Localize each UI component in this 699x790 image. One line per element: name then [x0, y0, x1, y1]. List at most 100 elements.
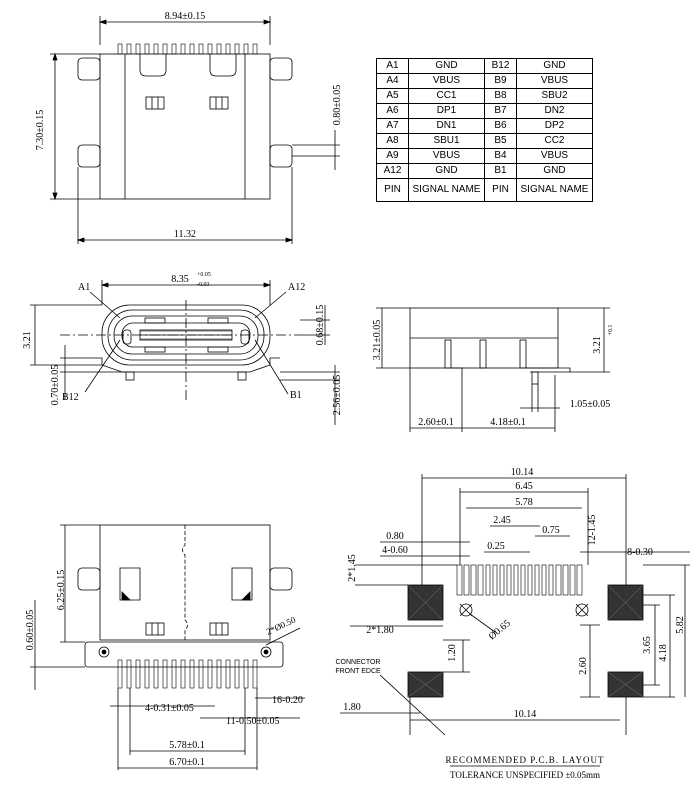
- table-cell: B9: [484, 73, 517, 89]
- table-row: A4 VBUS B9 VBUS: [376, 73, 593, 89]
- front-lower-dim: 0.70±0.05: [50, 365, 61, 406]
- table-cell: B8: [484, 88, 517, 104]
- table-row: A9 VBUS B4 VBUS: [376, 148, 593, 164]
- pcb-dim-582: 5.82: [675, 616, 686, 634]
- table-cell: A7: [376, 118, 409, 134]
- table-row: A1 GND B12 GND: [376, 58, 593, 74]
- top-height-dim: 7.30±0.15: [35, 110, 46, 151]
- table-header-cell: PIN: [484, 178, 517, 202]
- table-cell: DP2: [516, 118, 593, 134]
- pcb-dim-260: 2.60: [578, 657, 589, 675]
- table-cell: VBUS: [408, 148, 485, 164]
- table-cell: CC1: [408, 88, 485, 104]
- pcb-w-245: 2.45: [493, 515, 511, 526]
- table-cell: GND: [516, 163, 593, 179]
- table-cell: B12: [484, 58, 517, 74]
- table-cell: DN1: [408, 118, 485, 134]
- side-height-tol: +0.1: [608, 325, 614, 336]
- table-cell: GND: [408, 163, 485, 179]
- pcb-bottom-1014: 10.14: [514, 709, 537, 720]
- pcb-layout: 10.14 6.45 5.78 12-1.45 2.45 0.75 0.80 4…: [335, 467, 690, 780]
- pcb-dim-2x180: 2*1.80: [366, 625, 394, 636]
- table-row: A5 CC1 B8 SBU2: [376, 88, 593, 104]
- pcb-dim-120: 1.20: [447, 644, 458, 662]
- label-b1: B1: [290, 390, 302, 401]
- side-dim-b: 4.18±0.1: [490, 417, 526, 428]
- pcb-tolerance: TOLERANCE UNSPECIFIED ±0.05mm: [450, 770, 600, 780]
- bottom-view: 6.25±0.15 0.60±0.05 2*Ø0.50 16-0.20 4-0.…: [25, 524, 305, 770]
- table-cell: CC2: [516, 133, 593, 149]
- label-b12: B12: [62, 392, 79, 403]
- table-cell: A8: [376, 133, 409, 149]
- pin-signal-table: A1 GND B12 GND A4 VBUS B9 VBUS A5 CC1 B8…: [376, 58, 593, 202]
- front-width-tol-upper: +0.05: [197, 272, 211, 278]
- pcb-w-075: 0.75: [542, 525, 560, 536]
- pcb-w-645: 6.45: [515, 481, 533, 492]
- side-dim-c: 1.05±0.05: [570, 399, 611, 410]
- bottom-dim-578: 5.78±0.1: [169, 740, 205, 751]
- table-cell: DN2: [516, 103, 593, 119]
- top-overall-dim: 11.32: [174, 229, 196, 240]
- pcb-w-1014: 10.14: [511, 467, 534, 478]
- bottom-dim-11: 11-0.50±0.05: [226, 716, 279, 727]
- table-cell: B7: [484, 103, 517, 119]
- bottom-dim-16: 16-0.20: [272, 695, 303, 706]
- front-width-tol-lower: -0.03: [197, 282, 210, 288]
- table-cell: GND: [408, 58, 485, 74]
- pcb-hole: Ø0.65: [487, 618, 513, 642]
- pcb-dim-4-060: 4-0.60: [382, 545, 408, 556]
- table-cell: DP1: [408, 103, 485, 119]
- pcb-dim-418: 4.18: [658, 644, 669, 662]
- front-view: 8.35 +0.05 -0.03 A1 A12 3.21 0.70±0.05: [22, 272, 343, 425]
- table-cell: A4: [376, 73, 409, 89]
- pcb-w-025: 0.25: [487, 541, 505, 552]
- table-header-row: PIN SIGNAL NAME PIN SIGNAL NAME: [376, 178, 593, 202]
- table-cell: B6: [484, 118, 517, 134]
- table-header-cell: SIGNAL NAME: [516, 178, 593, 202]
- side-height-right: 3.21: [592, 336, 603, 354]
- table-cell: B5: [484, 133, 517, 149]
- table-cell: VBUS: [408, 73, 485, 89]
- table-row: A7 DN1 B6 DP2: [376, 118, 593, 134]
- bottom-dim-670: 6.70±0.1: [169, 757, 205, 768]
- table-cell: SBU2: [516, 88, 593, 104]
- table-cell: A5: [376, 88, 409, 104]
- table-row: A12 GND B1 GND: [376, 163, 593, 179]
- front-height-dim: 3.21: [22, 331, 33, 349]
- pcb-w-578: 5.78: [515, 497, 533, 508]
- side-dim-a: 2.60±0.1: [418, 417, 454, 428]
- pcb-edge-label-2: FRONT EDCE: [335, 668, 381, 675]
- pcb-dim-8-030: 8-0.30: [627, 547, 653, 558]
- side-view: 3.21±0.05 3.21 +0.1 2.60±0.1 4.18±0.1 1.…: [372, 307, 614, 432]
- pcb-dim-2x145: 2*1.45: [347, 554, 358, 582]
- top-offset-dim: 0.80±0.05: [332, 85, 343, 126]
- top-width-dim: 8.94±0.15: [165, 11, 206, 22]
- front-bottom-dim: 2.56±0.05: [332, 375, 343, 416]
- table-row: A6 DP1 B7 DN2: [376, 103, 593, 119]
- label-a1: A1: [78, 282, 90, 293]
- bottom-hole-dim: 2*Ø0.50: [265, 614, 298, 636]
- bottom-dim-4: 4-0.31±0.05: [145, 703, 194, 714]
- table-cell: VBUS: [516, 148, 593, 164]
- top-view: 8.94±0.15 7.30±0.15: [35, 11, 343, 244]
- bottom-offset-dim: 0.60±0.05: [25, 610, 36, 651]
- table-cell: A12: [376, 163, 409, 179]
- label-a12: A12: [288, 282, 305, 293]
- table-header-cell: PIN: [376, 178, 409, 202]
- pcb-dim-180: 1.80: [343, 702, 361, 713]
- table-cell: A6: [376, 103, 409, 119]
- pcb-edge-label-1: CONNECTOR: [336, 659, 381, 666]
- side-height-left: 3.21±0.05: [372, 320, 383, 361]
- front-inner-dim: 0.68±0.15: [315, 305, 326, 346]
- table-header-cell: SIGNAL NAME: [408, 178, 485, 202]
- bottom-height-dim: 6.25±0.15: [56, 570, 67, 611]
- pcb-w-080: 0.80: [386, 531, 404, 542]
- pcb-dim-365: 3.65: [642, 636, 653, 654]
- table-cell: SBU1: [408, 133, 485, 149]
- table-cell: B4: [484, 148, 517, 164]
- table-cell: A9: [376, 148, 409, 164]
- front-width-dim: 8.35: [171, 274, 189, 285]
- pcb-title: RECOMMENDED P.C.B. LAYOUT: [446, 755, 605, 765]
- table-cell: B1: [484, 163, 517, 179]
